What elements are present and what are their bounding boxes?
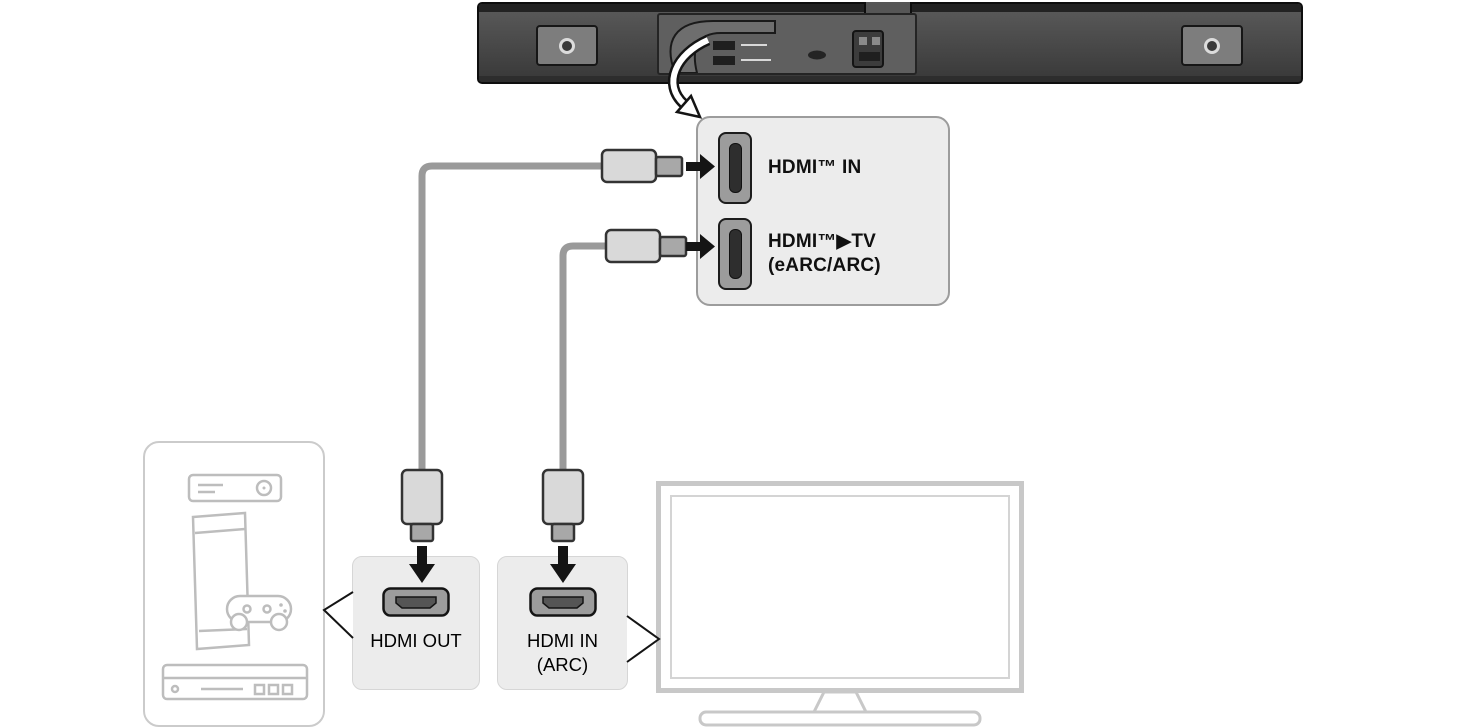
- hdmi-plug-icon: [600, 148, 684, 184]
- set-top-box-icon: [187, 473, 283, 503]
- hdmi-out-callout: HDMI OUT: [352, 556, 480, 690]
- hdmi-slot-icon: [728, 229, 742, 279]
- source-devices-box: [143, 441, 325, 727]
- hdmi-socket-icon: [528, 587, 597, 617]
- soundbar-rear-view: [477, 2, 1303, 84]
- soundbar-ports-callout: HDMI™ IN HDMI™▶TV (eARC/ARC): [696, 116, 950, 306]
- hdmi-in-arc-label: HDMI IN (ARC): [527, 629, 598, 676]
- tv-icon: [656, 481, 1024, 693]
- hdmi-slot-icon: [728, 143, 742, 193]
- game-controller-icon: [225, 594, 293, 632]
- hdmi-in-arc-callout: HDMI IN (ARC): [497, 556, 628, 690]
- bracket-hole-icon: [1204, 37, 1220, 54]
- hdmi-tv-port-icon: [718, 218, 752, 290]
- tv-screen: [670, 495, 1010, 679]
- hdmi-cable-device: [418, 162, 604, 472]
- pointer-to-devices: [322, 591, 354, 639]
- disc-player-icon: [161, 663, 309, 701]
- hdmi-in-label-line1: HDMI IN: [527, 630, 598, 651]
- bracket-hole-icon: [559, 37, 575, 54]
- hdmi-in-label: HDMI™ IN: [768, 157, 862, 178]
- source-devices-icons: [161, 473, 309, 701]
- hdmi-out-label: HDMI OUT: [370, 630, 462, 651]
- hdmi-plug-icon: [604, 228, 688, 264]
- hdmi-cable-tv: [559, 242, 608, 472]
- mount-bracket-right-icon: [1181, 25, 1243, 66]
- soundbar-connection-panel: [657, 13, 917, 75]
- hdmi-plug-icon: [541, 468, 585, 543]
- hdmi-in-port-icon: [718, 132, 752, 204]
- hdmi-socket-icon: [382, 587, 450, 617]
- hdmi-tv-label-line1: HDMI™▶TV: [768, 231, 877, 252]
- soundbar-bottom-edge: [479, 76, 1301, 82]
- hdmi-in-label-line2: (ARC): [536, 653, 589, 675]
- panel-detail-icon: [669, 20, 884, 74]
- tv-stand-icon: [698, 690, 982, 727]
- mount-bracket-left-icon: [536, 25, 598, 66]
- hdmi-tv-label-line2: (eARC/ARC): [768, 254, 881, 276]
- hdmi-plug-icon: [400, 468, 444, 543]
- pointer-to-tv: [626, 615, 661, 663]
- hdmi-tv-label: HDMI™▶TV (eARC/ARC): [768, 230, 881, 278]
